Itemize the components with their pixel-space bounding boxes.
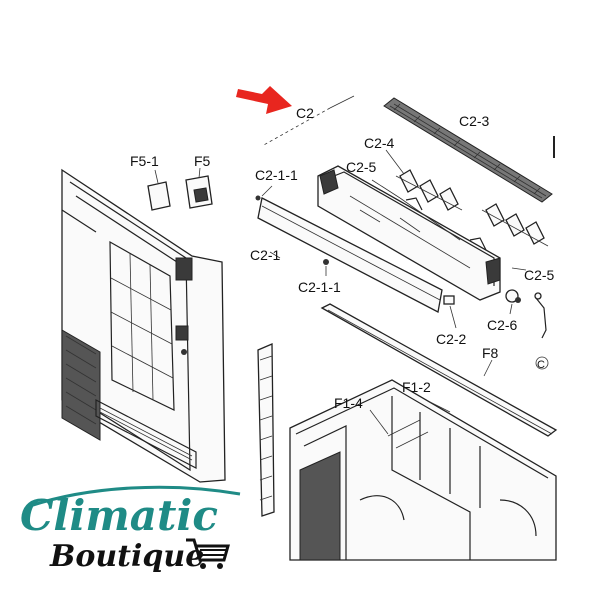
label-c2-5-top: C2-5 (346, 159, 377, 175)
label-c2-1-1-bottom: C2-1-1 (298, 279, 341, 295)
vertical-louver-strip (257, 343, 275, 517)
part-c2-2 (443, 295, 457, 329)
panel-latch (175, 257, 193, 281)
label-f1-2: F1-2 (402, 379, 431, 395)
label-c-marker: C (537, 359, 545, 371)
part-c2-6 (505, 289, 521, 315)
label-c2-6: C2-6 (487, 317, 518, 333)
part-c2-chassis (317, 165, 501, 301)
air-filter-grid (109, 240, 175, 411)
label-f5-1: F5-1 (130, 153, 159, 169)
label-c2-5-right: C2-5 (524, 267, 555, 283)
part-f1-housing (289, 379, 557, 561)
label-f5: F5 (194, 153, 211, 169)
mesh-filter-left (61, 329, 101, 441)
screw-c2-1-1-bottom (323, 259, 329, 265)
part-f5-1 (147, 169, 171, 211)
part-c2-1-flap (255, 185, 443, 313)
part-f8-rail (320, 303, 558, 437)
part-c2-3-mesh (383, 97, 553, 203)
label-c2-4: C2-4 (364, 135, 395, 151)
front-panel-assembly (61, 168, 226, 483)
label-c2-2: C2-2 (436, 331, 467, 347)
label-c2-1-1-top: C2-1-1 (255, 167, 298, 183)
logo-sub-text: Boutique (49, 539, 204, 574)
red-arrow-icon (236, 86, 292, 114)
shopping-cart-icon (186, 538, 230, 569)
label-f8: F8 (482, 345, 499, 361)
label-c2-1: C2-1 (250, 247, 281, 263)
part-c-cable (534, 292, 549, 370)
label-c2-3: C2-3 (459, 113, 490, 129)
climatic-boutique-logo: Climatic Boutique (20, 485, 241, 574)
logo-brand-text: Climatic (20, 491, 218, 540)
label-f1-4: F1-4 (334, 395, 363, 411)
part-f5 (185, 167, 213, 209)
part-c2-4-clips (385, 149, 549, 247)
display-module (175, 325, 189, 341)
screw-c2-1-1-top (255, 195, 261, 201)
label-c2: C2 (296, 105, 314, 121)
